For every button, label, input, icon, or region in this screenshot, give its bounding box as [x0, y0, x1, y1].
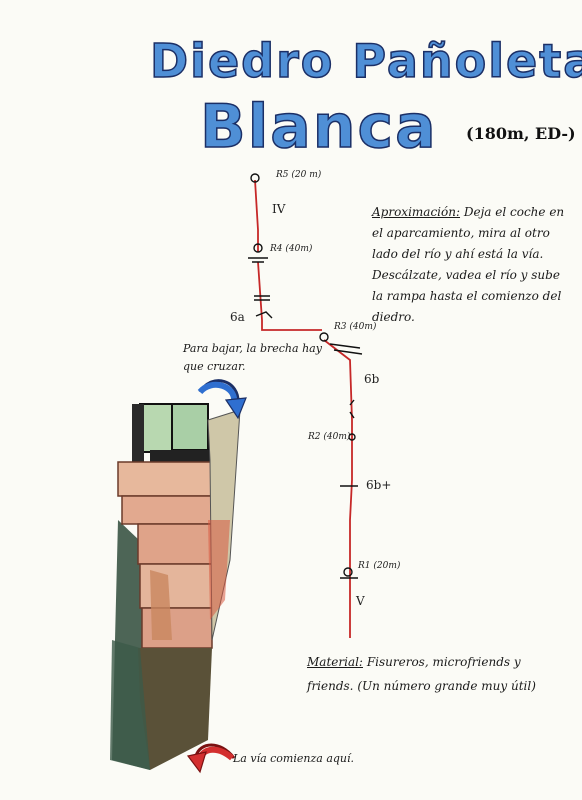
rock-formation — [110, 403, 241, 770]
start-note: La vía comienza aquí. — [233, 752, 355, 765]
pitch-grade-2: 6a — [230, 310, 245, 324]
belay-label-r2: R2 (40m) — [308, 432, 351, 442]
title-line-2: Blanca — [199, 91, 438, 163]
belay-label-r3: R3 (40m) — [334, 322, 377, 332]
pitch-grade-3: 6b — [364, 372, 380, 386]
belay-label-r1: R1 (20m) — [358, 561, 401, 571]
start-arrow-icon — [186, 743, 236, 774]
pitch-grade-4: 6b+ — [366, 478, 392, 492]
belay-label-r5: R5 (20 m) — [276, 170, 322, 180]
route-length-grade: (180m, ED-) — [466, 124, 576, 143]
belay-label-r4: R4 (40m) — [270, 244, 313, 254]
pitch-grade-5: V — [356, 594, 365, 608]
belay-symbols — [248, 173, 363, 579]
approach-note: Aproximación: Deja el coche en el aparca… — [372, 202, 567, 328]
descent-note: Para bajar, la brecha hay que cruzar. — [183, 342, 322, 373]
approach-label: Aproximación: — [372, 205, 461, 219]
approach-text: Deja el coche en el aparcamiento, mira a… — [372, 205, 565, 324]
descent-arrow-icon — [197, 379, 247, 420]
title-line-1: Diedro Pañoleta — [149, 33, 582, 89]
material-text: Fisureros, microfriends y friends. (Un n… — [307, 655, 536, 693]
material-label: Material: — [307, 655, 363, 669]
material-note: Material: Fisureros, microfriends y frie… — [307, 650, 547, 698]
pitch-grade-1: IV — [272, 202, 286, 216]
